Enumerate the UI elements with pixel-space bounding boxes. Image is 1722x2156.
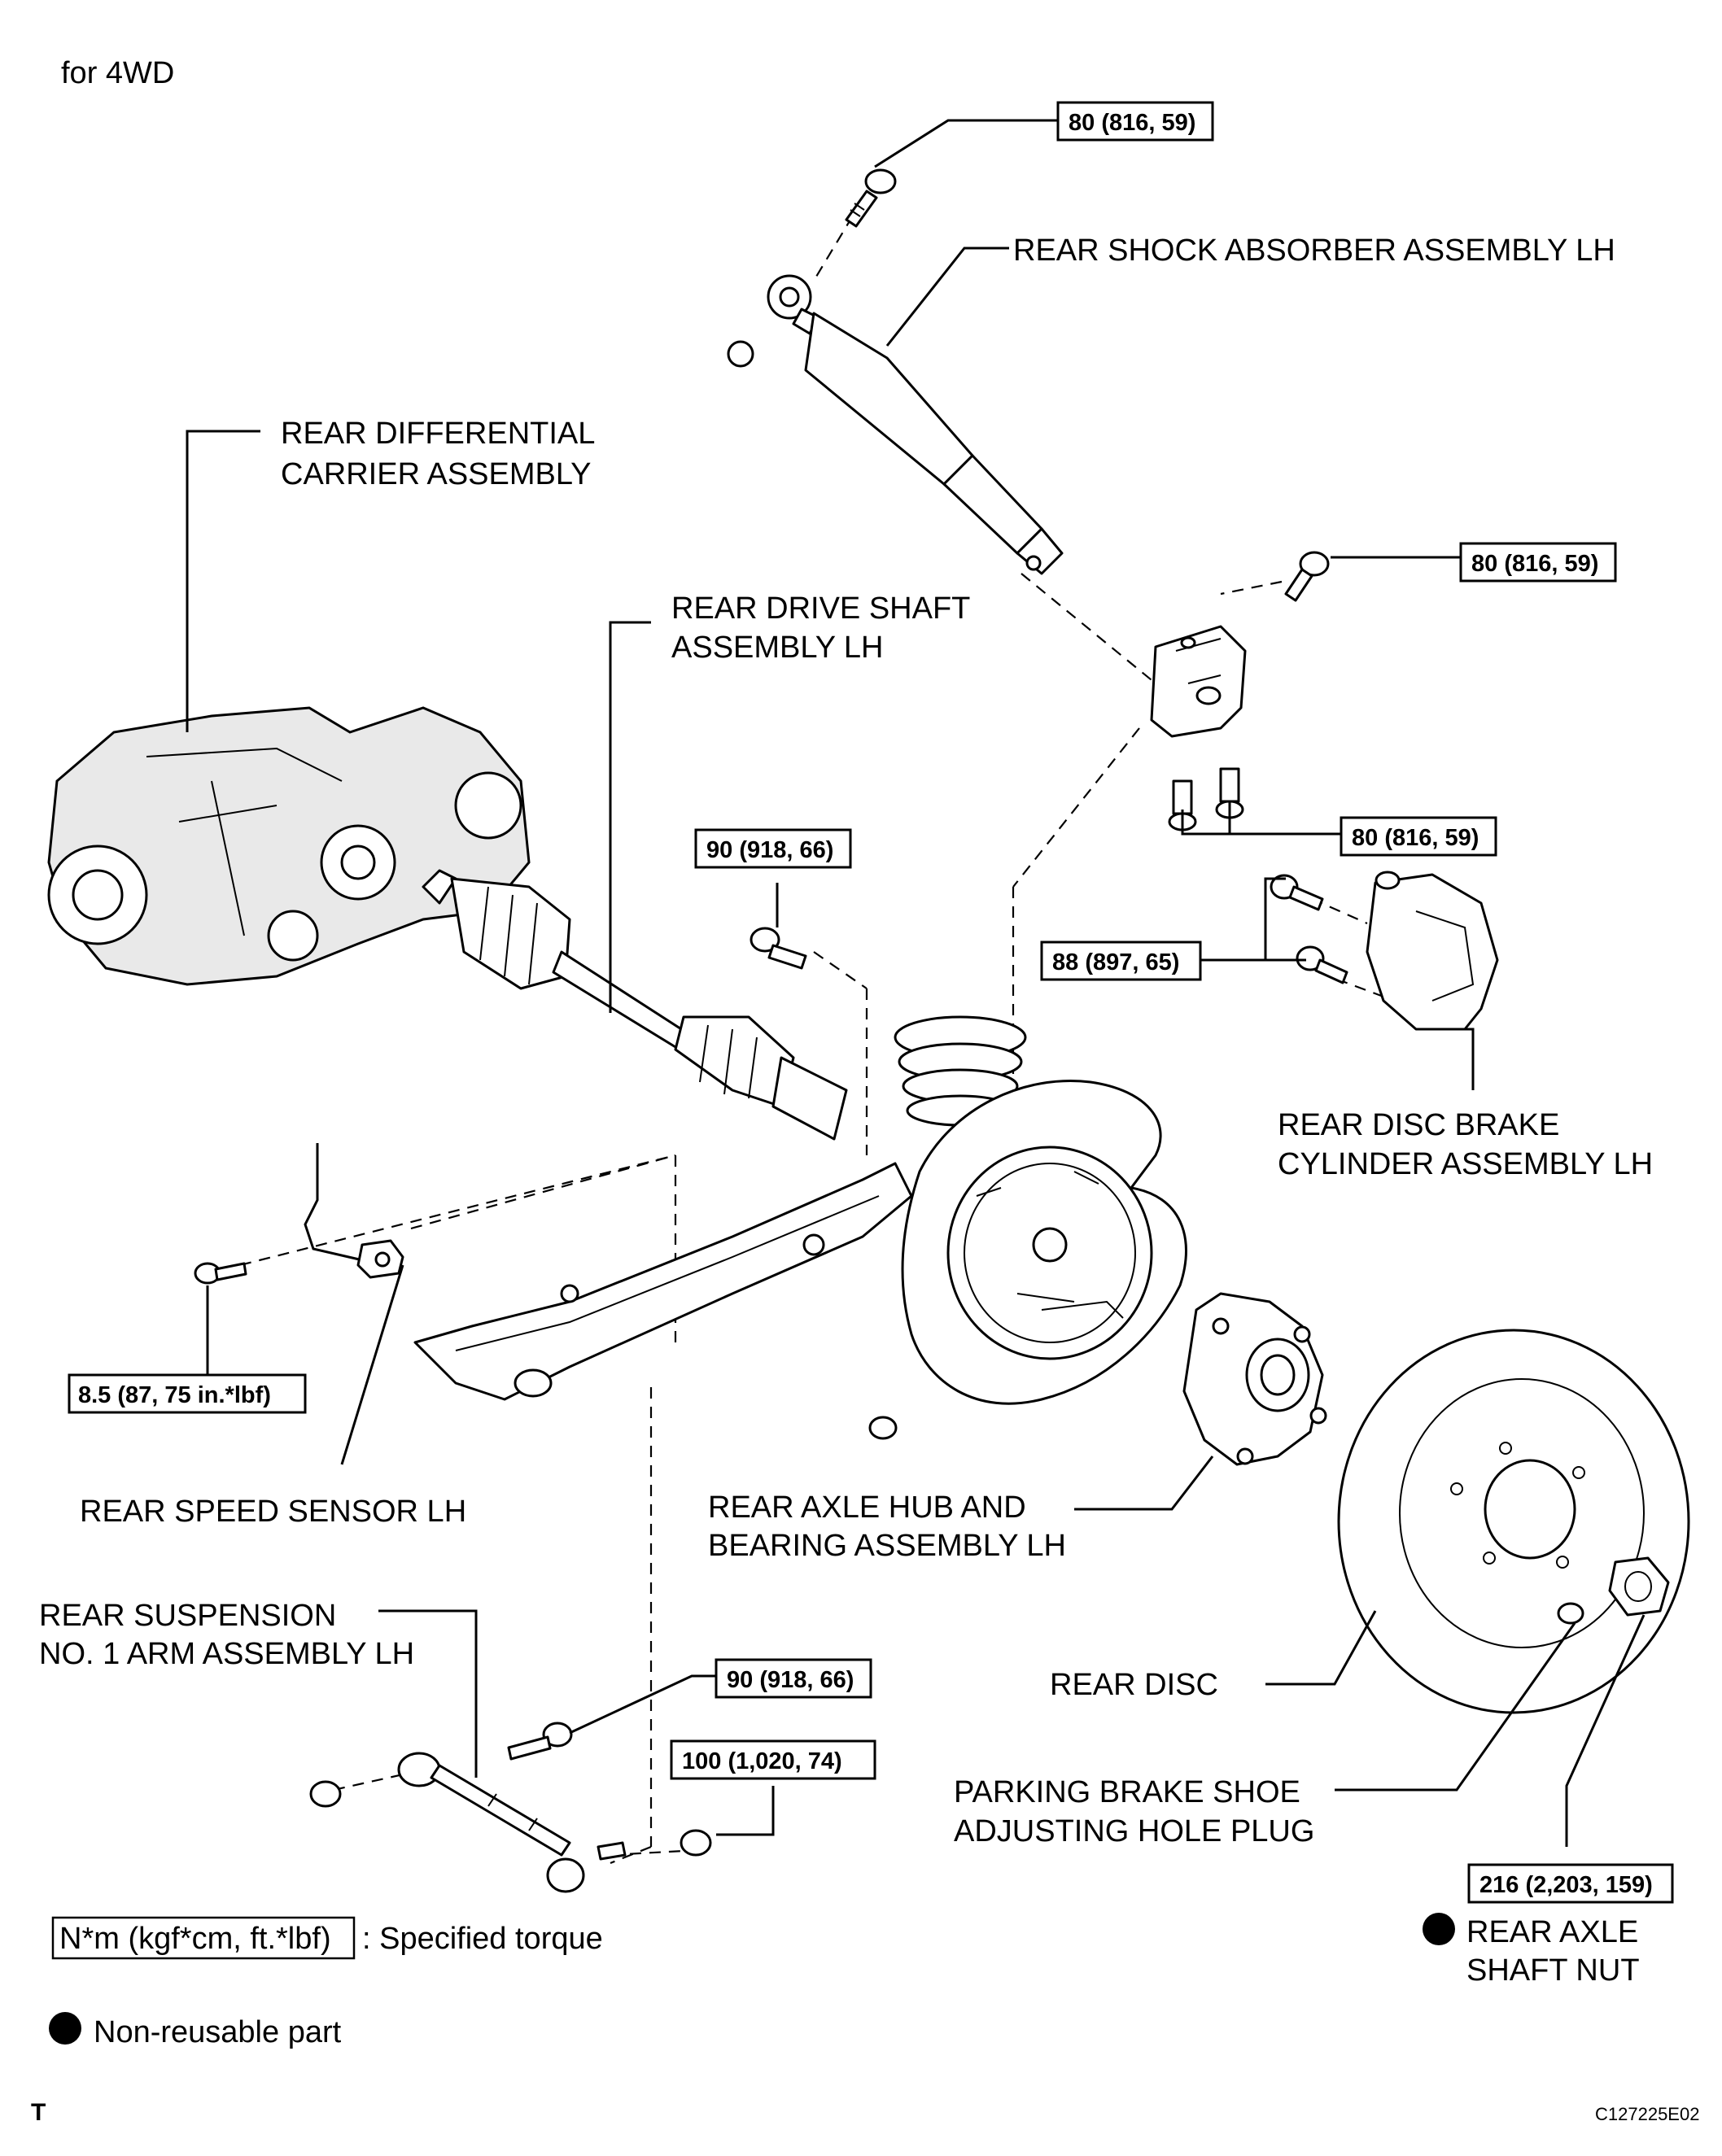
bracket-lower-bolts-icon [1168,767,1244,831]
legend-nonreusable: Non-reusable part [94,2015,342,2049]
axle-shaft-nut-icon [1608,1556,1670,1617]
label-plug-line1: PARKING BRAKE SHOE [954,1775,1300,1809]
drive-shaft-icon [422,869,848,1141]
torque-specs: 80 (816, 59) 80 (816, 59) 80 (816, 59) 9… [68,101,1674,1904]
label-axle-nut-line2: SHAFT NUT [1466,1953,1640,1988]
footer-code: C127225E02 [1595,2104,1699,2124]
drive-shaft-bolt-icon [750,927,807,970]
torque-shock-lower: 80 (816, 59) [1471,551,1598,577]
nonreusable-bullet-icon [1423,1913,1455,1945]
brake-caliper-icon [1366,871,1499,1031]
shock-absorber-icon [727,274,1064,575]
suspension-arm-icon [397,1752,585,1893]
shock-bracket-icon [1150,625,1247,738]
label-drive-shaft-line2: ASSEMBLY LH [671,631,884,665]
leader-lines [186,119,1646,1847]
label-diff-carrier-line2: CARRIER ASSEMBLY [281,457,592,491]
rear-disc-icon [1337,1329,1690,1714]
legend-bullet-icon [49,2012,81,2045]
torque-axle-nut: 216 (2,203, 159) [1479,1872,1653,1898]
label-brake-cylinder-line2: CYLINDER ASSEMBLY LH [1278,1147,1653,1181]
shock-upper-bolt-icon [845,168,897,228]
label-speed-sensor: REAR SPEED SENSOR LH [80,1495,466,1529]
speed-sensor-bolt-icon [194,1262,247,1285]
torque-arm-bolt: 90 (918, 66) [727,1667,854,1693]
legend: N*m (kgf*cm, ft.*lbf) : Specified torque… [49,1916,603,2049]
speed-sensor-icon [304,1143,404,1279]
torque-arm-nut: 100 (1,020, 74) [682,1748,842,1774]
label-plug-line2: ADJUSTING HOLE PLUG [954,1814,1314,1848]
hole-plug-icon [1557,1602,1584,1625]
coil-spring-icon [894,1015,1027,1127]
arm-bolt-icon [507,1722,573,1761]
caliper-bolts-icon [1270,874,1348,984]
torque-shock-upper: 80 (816, 59) [1069,110,1195,136]
footer-letter: T [31,2099,46,2126]
legend-torque-desc: : Specified torque [362,1922,603,1956]
label-axle-hub-line2: BEARING ASSEMBLY LH [708,1529,1066,1563]
rear-axle-beam-icon [413,1162,913,1401]
label-axle-nut-line1: REAR AXLE [1466,1915,1638,1949]
label-brake-cylinder-line1: REAR DISC BRAKE [1278,1108,1559,1142]
label-axle-hub-line1: REAR AXLE HUB AND [708,1490,1026,1525]
torque-brake-cylinder: 88 (897, 65) [1052,949,1179,975]
label-diff-carrier-line1: REAR DIFFERENTIAL [281,417,595,451]
torque-drive-shaft: 90 (918, 66) [706,837,833,863]
torque-speed-sensor: 8.5 (87, 75 in.*lbf) [78,1382,271,1408]
torque-bracket: 80 (816, 59) [1352,825,1479,851]
part-labels: REAR SHOCK ABSORBER ASSEMBLY LH REAR DIF… [39,233,1653,1988]
label-shock-absorber: REAR SHOCK ABSORBER ASSEMBLY LH [1013,233,1615,268]
label-susp-arm-line2: NO. 1 ARM ASSEMBLY LH [39,1637,414,1671]
variant-label: for 4WD [61,56,174,90]
backing-plate-nut-icon [868,1416,898,1440]
label-susp-arm-line1: REAR SUSPENSION [39,1599,336,1633]
legend-torque-unit: N*m (kgf*cm, ft.*lbf) [59,1922,331,1956]
differential-carrier-icon [47,706,531,986]
arm-nuts-icon [309,1780,712,1861]
label-drive-shaft-line1: REAR DRIVE SHAFT [671,591,970,626]
bracket-upper-bolt-icon [1284,551,1330,602]
axle-hub-icon [1182,1292,1327,1466]
brake-backing-plate-icon [901,1080,1187,1405]
label-rear-disc: REAR DISC [1050,1668,1218,1702]
